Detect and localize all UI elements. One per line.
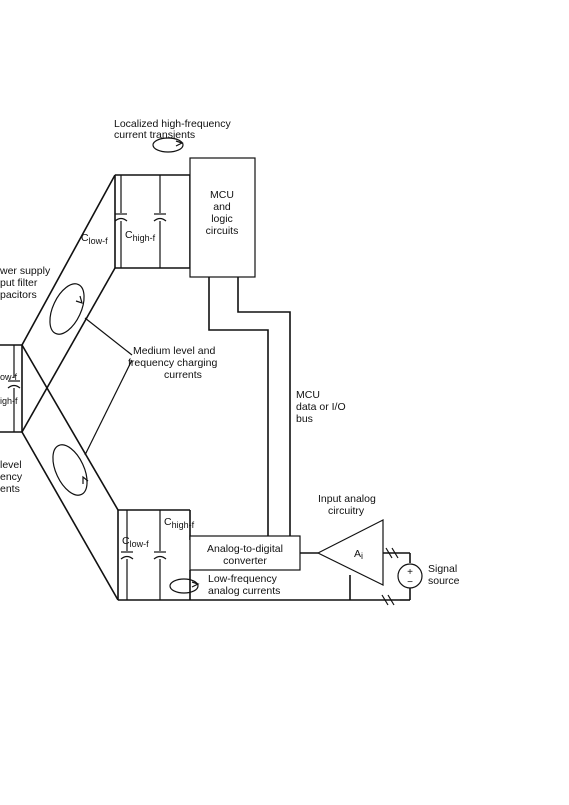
- signal-source-label-2: source: [428, 575, 460, 587]
- mcu-bus-label-2: data or I/O: [296, 401, 346, 413]
- medium-currents-label-2: frequency charging: [128, 357, 217, 369]
- mcu-label-4: circuits: [206, 225, 239, 237]
- top-capacitor-block: [114, 174, 191, 269]
- mcu-box: [189, 157, 256, 278]
- mcu-label-3: logic: [211, 213, 233, 225]
- low-freq-label-2: analog currents: [208, 585, 280, 597]
- svg-text:+: +: [407, 567, 413, 578]
- svg-text:−: −: [407, 577, 413, 588]
- medium-currents-label-1: Medium level and: [133, 345, 215, 357]
- left-high-label: igh-f: [0, 396, 18, 406]
- left-level-label-1: level: [0, 459, 22, 471]
- hf-transients-label-1: Localized high-frequency: [114, 118, 231, 130]
- leader-lines: [84, 317, 133, 456]
- mcu-label-1: MCU: [210, 189, 234, 201]
- left-level-label-3: ents: [0, 483, 20, 495]
- mcu-bus-label-3: bus: [296, 413, 313, 425]
- left-level-label-2: ency: [0, 471, 23, 483]
- power-supply-label-1: wer supply: [0, 265, 51, 277]
- adc-label-2: converter: [223, 555, 267, 567]
- signal-source: + −: [381, 547, 423, 606]
- input-analog-label-1: Input analog: [318, 493, 376, 505]
- hf-transients-label-2: current transients: [114, 129, 195, 141]
- input-analog-label-2: circuitry: [328, 505, 365, 517]
- c-low-bot-label: Clow-f: [122, 535, 149, 549]
- adc-label-1: Analog-to-digital: [207, 543, 283, 555]
- c-low-top-label: Clow-f: [81, 232, 108, 246]
- mcu-bus-wires: [208, 277, 291, 536]
- left-capacitor-block: [0, 344, 23, 433]
- low-freq-label-1: Low-frequency: [208, 573, 278, 585]
- bottom-capacitor-block: [117, 509, 400, 601]
- lower-rails: [21, 344, 119, 601]
- power-supply-label-3: pacitors: [0, 289, 37, 301]
- c-high-top-label: Chigh-f: [125, 229, 156, 243]
- left-low-label: ow-f: [0, 372, 18, 382]
- power-supply-label-2: put filter: [0, 277, 38, 289]
- c-high-bot-label: Chigh-f: [164, 516, 195, 530]
- mcu-bus-label-1: MCU: [296, 389, 320, 401]
- amplifier: [300, 519, 410, 600]
- upper-rails: [21, 174, 116, 433]
- signal-source-label-1: Signal: [428, 563, 457, 575]
- mcu-label-2: and: [213, 201, 231, 213]
- amp-label: Ai: [354, 548, 363, 561]
- medium-currents-label-3: currents: [164, 369, 202, 381]
- current-loop-icons: [49, 137, 200, 594]
